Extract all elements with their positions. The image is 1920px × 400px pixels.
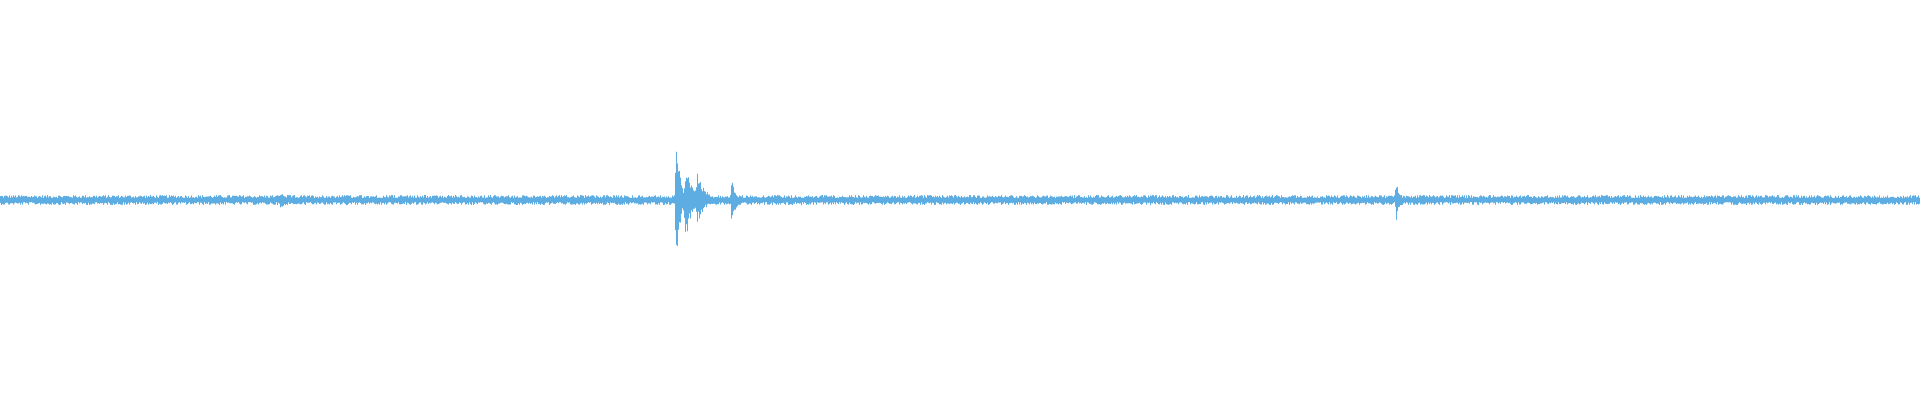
waveform-path [0, 151, 1920, 246]
waveform-bars [0, 151, 1920, 246]
